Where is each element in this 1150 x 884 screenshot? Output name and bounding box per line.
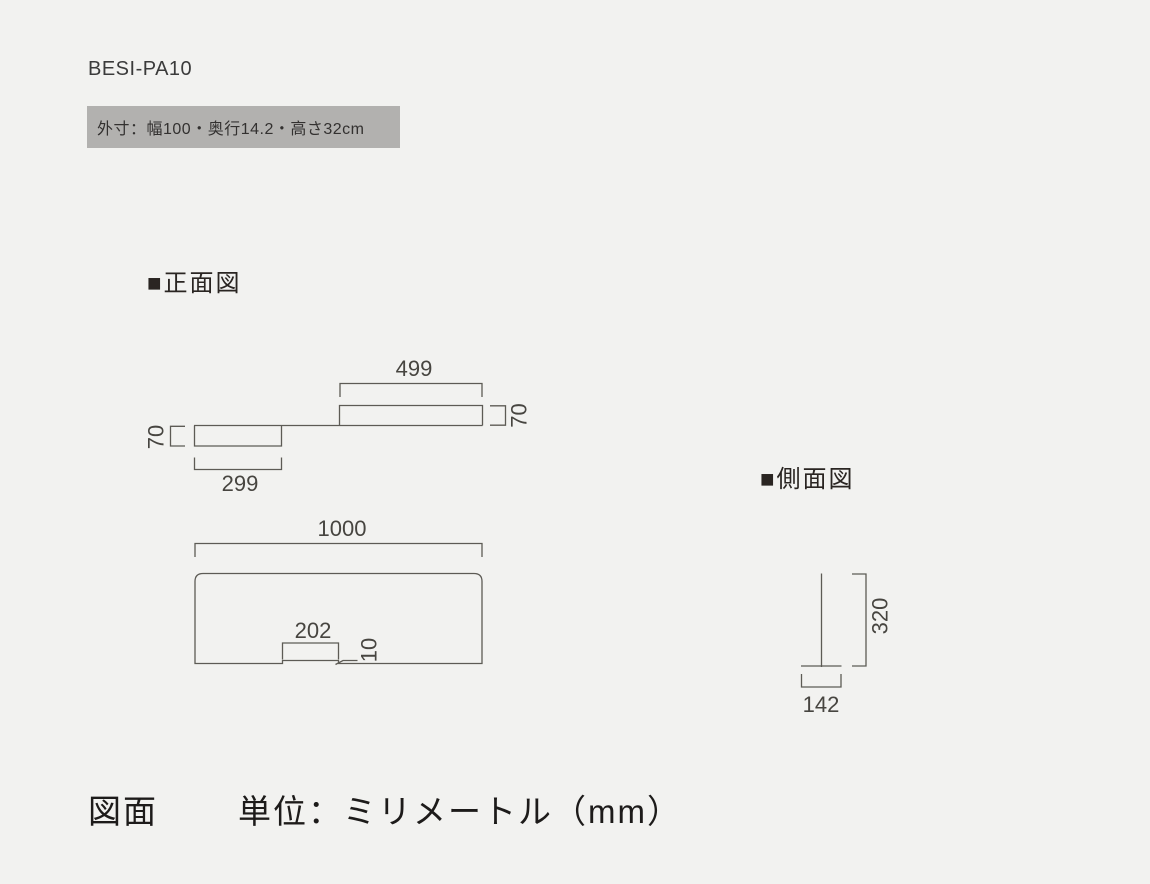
front-view-title: ■正面図 [147,270,242,297]
side-view-title: ■側面図 [760,466,855,493]
dim-202-label: 202 [295,618,332,643]
dim-70-right-label: 70 [507,403,532,427]
outer-size-box: 外寸：幅100・奥行14.2・高さ32cm [87,106,400,148]
product-code: BESI-PA10 [88,58,193,80]
dim-1000-label: 1000 [318,516,367,541]
dim-499-label: 499 [396,356,433,381]
dim-10-leader [335,659,358,666]
side-view-drawing: 320 142 [800,573,893,717]
top-shelf-rect [338,404,484,426]
dim-142-label: 142 [803,692,840,717]
dim-70-right-bracket [490,405,507,426]
dim-320-bracket [852,573,867,667]
footer: 図面 単位：ミリメートル（mm） [0,785,1150,830]
dim-299-bracket [193,457,283,471]
back-panel-outline [194,572,483,665]
footer-unit-label: 単位：ミリメートル（mm） [238,793,682,830]
dim-499-bracket [339,382,483,397]
dim-1000-bracket [194,542,483,557]
dim-142-bracket [800,674,842,688]
front-view-upper-drawing: 499 70 70 299 [144,356,532,496]
outer-size-label: 外寸：幅100・奥行14.2・高さ32cm [97,121,365,138]
front-view-panel-drawing: 1000 202 10 [194,516,483,666]
footer-drawing-label: 図面 [88,793,158,830]
dim-299-label: 299 [222,471,259,496]
dim-70-left-label: 70 [144,425,169,449]
dim-320-label: 320 [868,598,893,635]
bottom-shelf-rect [193,425,283,447]
dim-10-label: 10 [357,638,382,662]
dim-70-left-bracket [169,425,185,447]
dim-202-extension [281,642,340,660]
